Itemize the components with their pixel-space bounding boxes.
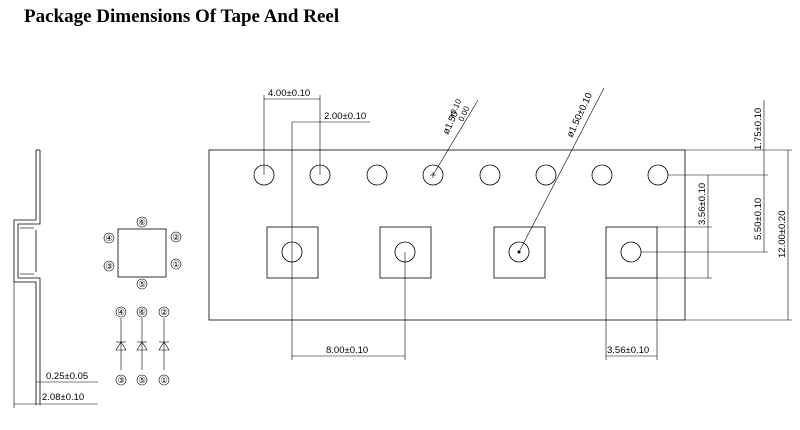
pocket-width-label: 3.56±0.10 xyxy=(607,345,649,356)
dim-pocket-hole: ø1.50±0.10 xyxy=(518,87,605,253)
side-width-label: 2.08±0.10 xyxy=(42,392,84,403)
sprocket-pitch-label: 4.00±0.10 xyxy=(268,88,310,99)
diode-3-icon xyxy=(158,341,170,351)
schem-pin-2-label: ② xyxy=(160,307,168,317)
sprocket-holes xyxy=(253,164,669,186)
pockets xyxy=(266,226,658,279)
pin-5-label: ⑤ xyxy=(138,279,146,289)
schem-pin-6-label: ⑥ xyxy=(138,307,146,317)
pin-2-label: ② xyxy=(172,232,180,242)
pin-3-label: ③ xyxy=(105,261,113,271)
tape-body xyxy=(208,149,686,321)
pin-4-label: ④ xyxy=(105,233,113,243)
pin-6-label: ⑥ xyxy=(138,217,146,227)
side-thickness-label: 0.25±0.05 xyxy=(46,371,88,382)
dim-sprocket-offset: 2.00±0.10 xyxy=(291,111,370,360)
tape-width-label: 12.00±0.20 xyxy=(777,211,788,258)
schem-pin-5-label: ⑤ xyxy=(138,375,146,385)
pin-1-label: ① xyxy=(172,259,180,269)
package-top-view: ⑥ ④ ② ③ ① ⑤ xyxy=(103,216,182,290)
page-title: Package Dimensions Of Tape And Reel xyxy=(24,6,340,27)
side-view: 0.25±0.05 2.08±0.10 xyxy=(13,149,98,408)
schem-pin-3-label: ③ xyxy=(117,375,125,385)
dim-right-side: 1.75±0.10 3.56±0.10 5.50±0.10 12.00±0.20 xyxy=(641,100,792,321)
sprocket-offset-label: 2.00±0.10 xyxy=(324,111,366,122)
diode-1-icon xyxy=(115,341,127,351)
pocket-square-label: 3.56±0.10 xyxy=(697,183,708,225)
schem-pin-1-label: ① xyxy=(160,375,168,385)
pocket-pitch-label: 8.00±0.10 xyxy=(326,345,368,356)
edge-to-hole-label: 1.75±0.10 xyxy=(753,108,764,150)
pocket-hole-dia-label: ø1.50±0.10 xyxy=(565,91,595,139)
dim-bottom: 8.00±0.10 3.56±0.10 xyxy=(292,252,658,360)
diode-2-icon xyxy=(136,341,148,351)
diode-schematic: ④ ⑥ ② ③ ⑤ ① xyxy=(115,306,170,386)
dim-sprocket-hole: ø1.50 +0.10 0.00 xyxy=(432,97,479,176)
dim-sprocket-pitch: 4.00±0.10 xyxy=(263,88,321,175)
hole-to-pocket-label: 5.50±0.10 xyxy=(753,198,764,240)
schem-pin-4-label: ④ xyxy=(117,307,125,317)
